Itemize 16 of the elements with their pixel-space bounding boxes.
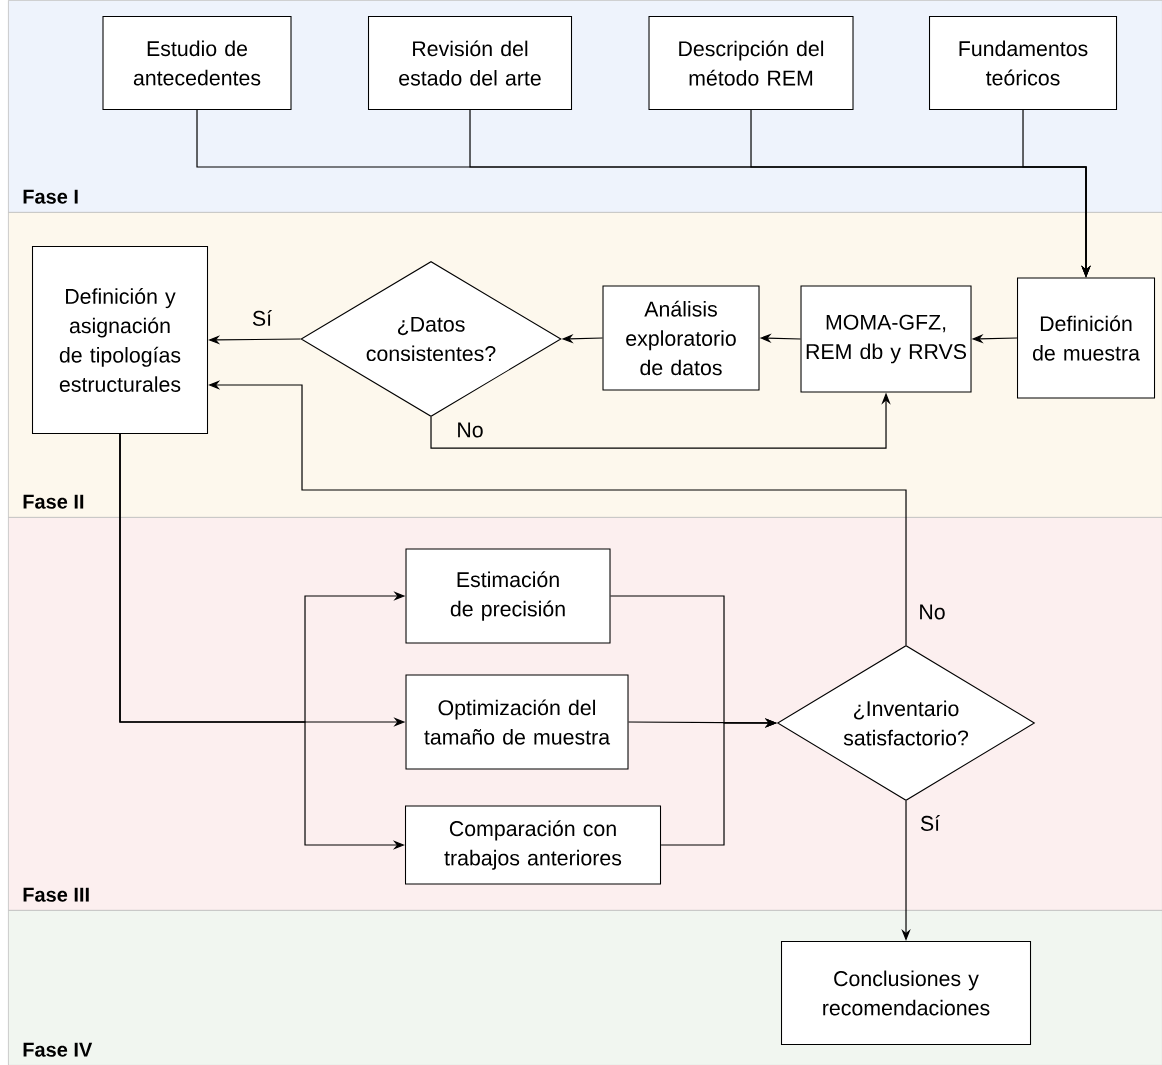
process-box: Fundamentos teóricos <box>929 15 1118 111</box>
process-box: Definición y asignación de tipologías estructurales <box>31 245 209 435</box>
process-box: Comparación con trabajos anteriores <box>404 805 662 885</box>
process-box: MOMA-GFZ, REM db y RRVS <box>800 285 972 393</box>
process-box: Conclusiones y recomendaciones <box>780 940 1032 1046</box>
edge-label: Sí <box>252 310 272 326</box>
edge-label: No <box>458 422 483 438</box>
process-box: Estimación de precisión <box>405 548 611 644</box>
edge-label: Sí <box>920 815 940 831</box>
process-box: Revisión del estado del arte <box>367 15 573 111</box>
process-box: Optimización del tamaño de muestra <box>405 674 629 770</box>
process-box: Definición de muestra <box>1017 277 1156 399</box>
edge-label: No <box>920 604 945 620</box>
process-box: Descripción del método REM <box>648 15 854 111</box>
process-box: Análisis exploratorio de datos <box>602 285 760 391</box>
process-box: Estudio de antecedentes <box>102 15 292 111</box>
